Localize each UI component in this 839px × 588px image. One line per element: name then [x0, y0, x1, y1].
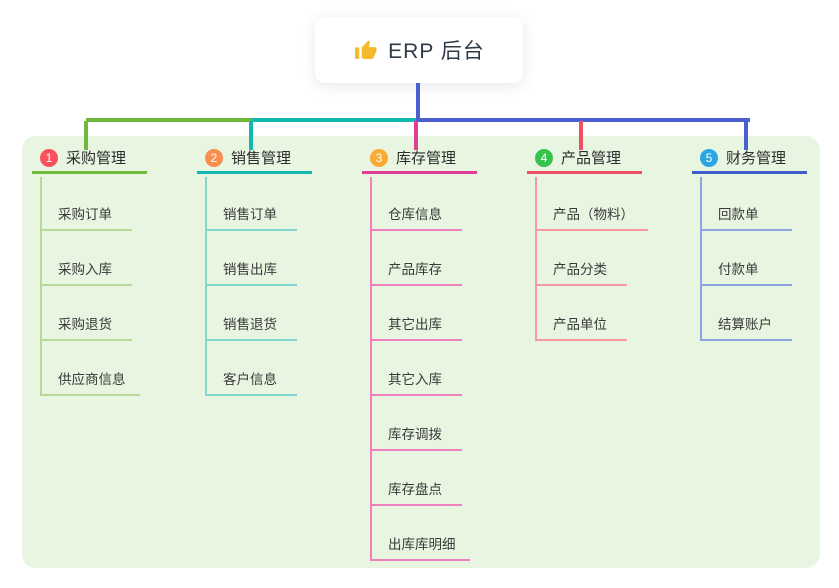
branch-drop-line-3: [414, 121, 418, 150]
branch-child-spine-2: [205, 177, 207, 396]
child-node[interactable]: 销售订单: [205, 195, 297, 231]
branch-child-spine-5: [700, 177, 702, 341]
child-node-label: 付款单: [718, 262, 759, 277]
child-node-label: 客户信息: [223, 372, 277, 387]
child-node[interactable]: 产品单位: [535, 305, 627, 341]
branch-label: 采购管理: [66, 150, 127, 167]
child-node-label: 采购退货: [58, 317, 112, 332]
child-node-label: 销售出库: [223, 262, 277, 277]
child-node-label: 产品库存: [388, 262, 442, 277]
branch-number-badge: 1: [40, 148, 58, 167]
top-connector-segment-1: [86, 118, 251, 122]
top-connector-segment-2: [251, 118, 416, 122]
child-node[interactable]: 产品（物料）: [535, 195, 648, 231]
child-node-label: 产品分类: [553, 262, 607, 277]
child-node[interactable]: 出库库明细: [370, 525, 470, 561]
child-node[interactable]: 客户信息: [205, 360, 297, 396]
child-node[interactable]: 付款单: [700, 250, 792, 286]
branch-drop-line-5: [744, 121, 748, 150]
child-node-label: 采购入库: [58, 262, 112, 277]
branch-number-badge: 4: [535, 148, 553, 167]
child-node[interactable]: 库存调拨: [370, 415, 462, 451]
child-node[interactable]: 其它入库: [370, 360, 462, 396]
branch-child-spine-3: [370, 177, 372, 561]
child-node[interactable]: 采购入库: [40, 250, 132, 286]
child-node-label: 采购订单: [58, 207, 112, 222]
child-node-label: 供应商信息: [58, 372, 126, 387]
branch-node-1[interactable]: 1 采购管理: [32, 148, 147, 174]
branch-node-3[interactable]: 3 库存管理: [362, 148, 477, 174]
child-node[interactable]: 供应商信息: [40, 360, 140, 396]
child-node-label: 其它出库: [388, 317, 442, 332]
child-node[interactable]: 其它出库: [370, 305, 462, 341]
child-node-label: 其它入库: [388, 372, 442, 387]
child-node-label: 结算账户: [718, 317, 772, 332]
branch-label: 产品管理: [561, 150, 622, 167]
branch-drop-line-4: [579, 121, 583, 150]
root-node-erp[interactable]: ERP 后台: [315, 17, 523, 83]
root-connector-line: [416, 83, 420, 118]
child-node[interactable]: 销售退货: [205, 305, 297, 341]
top-connector-segment-3: [416, 118, 750, 122]
child-node-label: 销售退货: [223, 317, 277, 332]
branch-node-5[interactable]: 5 财务管理: [692, 148, 807, 174]
thumbs-up-icon: [353, 38, 378, 63]
branch-child-spine-1: [40, 177, 42, 396]
branches-panel: [22, 136, 820, 568]
child-node-label: 仓库信息: [388, 207, 442, 222]
child-node-label: 出库库明细: [388, 537, 456, 552]
branch-label: 库存管理: [396, 150, 457, 167]
branch-drop-line-2: [249, 121, 253, 150]
child-node-label: 回款单: [718, 207, 759, 222]
child-node[interactable]: 产品库存: [370, 250, 462, 286]
child-node[interactable]: 仓库信息: [370, 195, 462, 231]
branch-label: 财务管理: [726, 150, 787, 167]
child-node[interactable]: 采购订单: [40, 195, 132, 231]
child-node-label: 销售订单: [223, 207, 277, 222]
child-node-label: 库存盘点: [388, 482, 442, 497]
root-node-label: ERP 后台: [388, 40, 485, 63]
branch-child-spine-4: [535, 177, 537, 341]
branch-label: 销售管理: [231, 150, 292, 167]
child-node[interactable]: 结算账户: [700, 305, 792, 341]
child-node-label: 产品（物料）: [553, 207, 634, 222]
child-node[interactable]: 产品分类: [535, 250, 627, 286]
child-node[interactable]: 采购退货: [40, 305, 132, 341]
branch-number-badge: 3: [370, 148, 388, 167]
branch-drop-line-1: [84, 121, 88, 150]
child-node-label: 库存调拨: [388, 427, 442, 442]
child-node[interactable]: 回款单: [700, 195, 792, 231]
child-node[interactable]: 销售出库: [205, 250, 297, 286]
branch-node-2[interactable]: 2 销售管理: [197, 148, 312, 174]
branch-node-4[interactable]: 4 产品管理: [527, 148, 642, 174]
child-node[interactable]: 库存盘点: [370, 470, 462, 506]
branch-number-badge: 2: [205, 148, 223, 167]
child-node-label: 产品单位: [553, 317, 607, 332]
branch-number-badge: 5: [700, 148, 718, 167]
